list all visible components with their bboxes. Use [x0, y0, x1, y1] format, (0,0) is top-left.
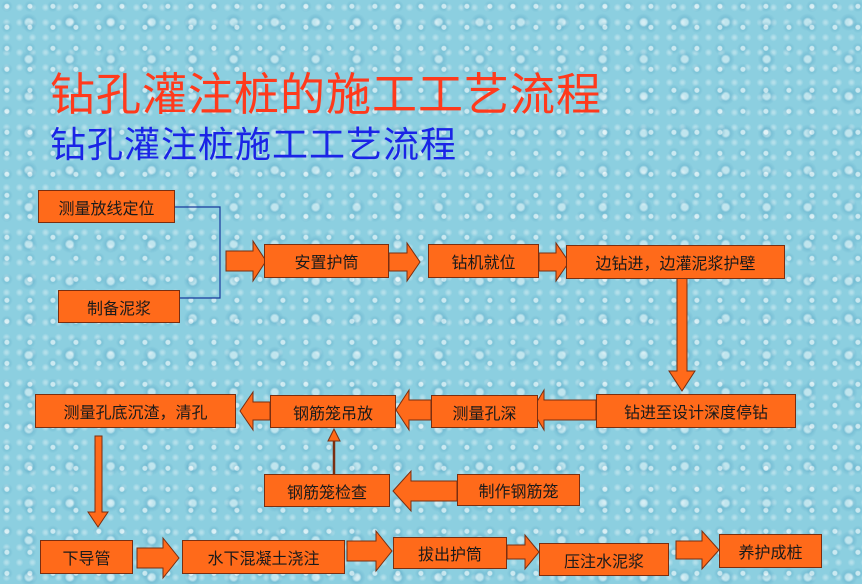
step-rig-positioning: 钻机就位: [428, 244, 539, 278]
merge-bracket: [175, 206, 221, 299]
arrow-casing-to-rig: [388, 241, 421, 283]
arrow-tremie-to-concrete: [136, 536, 180, 580]
step-install-casing: 安置护筒: [264, 244, 389, 278]
arrow-stop-to-measure: [531, 388, 597, 432]
arrow-inspect-up-head: [327, 427, 341, 442]
step-pour-concrete: 水下混凝土浇注: [182, 540, 345, 574]
step-measure-depth: 测量孔深: [431, 395, 538, 428]
main-title: 钻孔灌注桩的施工工艺流程: [50, 68, 603, 121]
step-survey-setout: 测量放线定位: [38, 190, 175, 223]
sub-title: 钻孔灌注桩施工工艺流程: [50, 125, 458, 166]
arrow-cage-to-clean: [239, 390, 271, 432]
step-lower-tremie: 下导管: [40, 540, 133, 574]
step-drill-and-slurry: 边钻进，边灌泥浆护壁: [566, 245, 785, 279]
step-inspect-cage: 钢筋笼检查: [264, 474, 390, 507]
arrow-clean-down: [87, 435, 109, 528]
arrow-concrete-to-pull: [346, 529, 393, 573]
step-grout: 压注水泥浆: [539, 543, 669, 576]
arrow-make-to-inspect: [392, 469, 458, 513]
arrow-rig-to-drill: [538, 241, 570, 283]
step-measure-sediment-clean: 测量孔底沉渣，清孔: [35, 394, 236, 428]
step-cure: 养护成桩: [719, 534, 822, 568]
arrow-merge-to-casing: [225, 239, 267, 283]
step-pull-casing: 拔出护筒: [393, 537, 507, 569]
step-drill-to-depth: 钻进至设计深度停钻: [596, 394, 796, 428]
step-hoist-cage: 钢筋笼吊放: [270, 395, 396, 428]
arrow-pull-to-grout: [506, 533, 540, 571]
arrow-measure-to-cage: [395, 388, 432, 432]
step-prepare-slurry: 制备泥浆: [58, 290, 180, 323]
arrow-drill-down: [668, 275, 696, 392]
step-make-cage: 制作钢筋笼: [457, 474, 580, 506]
arrow-grout-to-cure: [675, 529, 720, 571]
